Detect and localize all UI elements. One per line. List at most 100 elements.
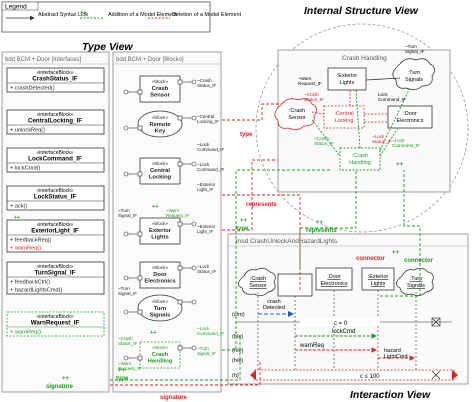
interface-name: WarnRequest_IF xyxy=(31,320,80,327)
interface-operation: + feedbackCtrl() xyxy=(10,280,50,286)
interface-name: TurnSignal_IF xyxy=(35,270,76,277)
block-plus: ++ xyxy=(150,330,156,336)
rel-plus-represents-green: ++ xyxy=(316,220,324,226)
rel-represents-red: represents xyxy=(246,202,277,208)
internal-frame-title: Crash Handling xyxy=(342,55,387,62)
lifeline-crash-sensor-head[interactable] xyxy=(238,268,276,296)
block-name: Remote xyxy=(149,122,171,128)
block-port xyxy=(137,125,143,131)
interface-blocks: «interfaceBlock»CrashStatus_IF+ crashDet… xyxy=(6,67,105,337)
part-central-locking[interactable] xyxy=(323,105,365,129)
interface-stereotype: «interfaceBlock» xyxy=(37,264,74,270)
block-port xyxy=(137,171,143,177)
legend: Legend Abstract Syntax Link ++ Addition … xyxy=(1,1,242,33)
interface-block[interactable]: «interfaceBlock»WarnRequest_IF+ warnReq(… xyxy=(6,311,105,337)
interface-stereotype: «interfaceBlock» xyxy=(37,70,74,76)
rel-plus-type-green-2: ++ xyxy=(118,368,126,374)
legend-title: Legend xyxy=(5,4,27,11)
interface-block[interactable]: «interfaceBlock»TurnSignal_IF + feedbackC… xyxy=(6,261,105,295)
rel-connector-red: connector xyxy=(356,256,386,262)
block-port xyxy=(177,345,183,351)
block-stereotype: «block» xyxy=(152,265,169,271)
block-name: Exterior xyxy=(149,228,172,234)
block-port xyxy=(137,89,143,95)
interface-operation: + hazardLightsCmd() xyxy=(10,288,63,294)
lifeline-deleted-box xyxy=(277,273,313,297)
block-stereotype: «block» xyxy=(152,299,169,305)
interface-name: ExteriorLight_IF xyxy=(31,228,79,235)
interface-operation: + unlockReq() xyxy=(10,128,45,134)
block-stereotype: «block» xyxy=(152,345,169,351)
temp-2: (h/e) xyxy=(232,334,243,340)
block-name: Turn xyxy=(154,306,167,312)
block-stereotype: «block» xyxy=(152,161,169,167)
block-port xyxy=(177,265,183,271)
temp-4: (h/e) xyxy=(232,358,243,364)
block-name: Central xyxy=(150,168,170,174)
interface-block[interactable]: «interfaceBlock»CentralLocking_IF+ unloc… xyxy=(6,109,105,135)
relations: type represents signature ++ type ++ typ… xyxy=(46,103,434,401)
temp-5: (h) xyxy=(232,373,239,379)
interfaces-frame-title: bdd BCM + Door [Interfaces] xyxy=(5,57,82,63)
interface-stereotype: «interfaceBlock» xyxy=(37,112,74,118)
temp-3: (h/e) xyxy=(232,348,243,354)
interface-stereotype: «interfaceBlock» xyxy=(37,222,74,228)
block-port xyxy=(137,309,143,315)
interface-operation: + warnReq() xyxy=(10,330,41,336)
interface-block[interactable]: «interfaceBlock»CrashStatus_IF+ crashDet… xyxy=(6,67,105,93)
rel-signature-green: signature xyxy=(46,384,74,390)
block-name: Door xyxy=(153,272,167,278)
interaction-view-title: Interaction View xyxy=(350,389,431,401)
interface-block[interactable]: «interfaceBlock»LockStatus_IF+ ack() xyxy=(6,185,105,211)
msg-warn-req: warnReq xyxy=(299,343,324,349)
interface-name: LockStatus_IF xyxy=(34,194,77,201)
block-port xyxy=(177,221,183,227)
interface-plus: ++ xyxy=(14,215,20,221)
block[interactable]: «block»CentralLocking xyxy=(123,157,197,185)
part-exterior-lights[interactable] xyxy=(327,67,367,91)
lifeline-turn-signals-head[interactable] xyxy=(396,268,434,296)
rel-connector-green: connector xyxy=(404,258,434,264)
block-name: Crash xyxy=(152,352,169,358)
part-crash-sensor[interactable] xyxy=(274,98,317,130)
interface-operation: + feedbackReq() xyxy=(10,238,52,244)
interface-block[interactable]: «interfaceBlock»ExteriorLight_IF + feedba… xyxy=(6,215,105,253)
interface-block[interactable]: «interfaceBlock»LockCommand_IF+ lockCmd(… xyxy=(6,147,105,173)
blocks-frame-title: bdd BCM + Door [Blocks] xyxy=(116,57,184,63)
part-crash-handling[interactable] xyxy=(339,147,381,171)
block-name: Locking xyxy=(149,175,172,181)
block-port xyxy=(177,299,183,305)
part-door-electronics[interactable] xyxy=(387,105,433,129)
block-name: Signals xyxy=(150,313,171,319)
part-turn-signals[interactable] xyxy=(392,58,435,90)
block-port xyxy=(177,79,183,85)
block-stereotype: «block» xyxy=(152,221,169,227)
interface-name: LockCommand_IF xyxy=(28,156,82,163)
block-name: Lights xyxy=(151,235,168,241)
